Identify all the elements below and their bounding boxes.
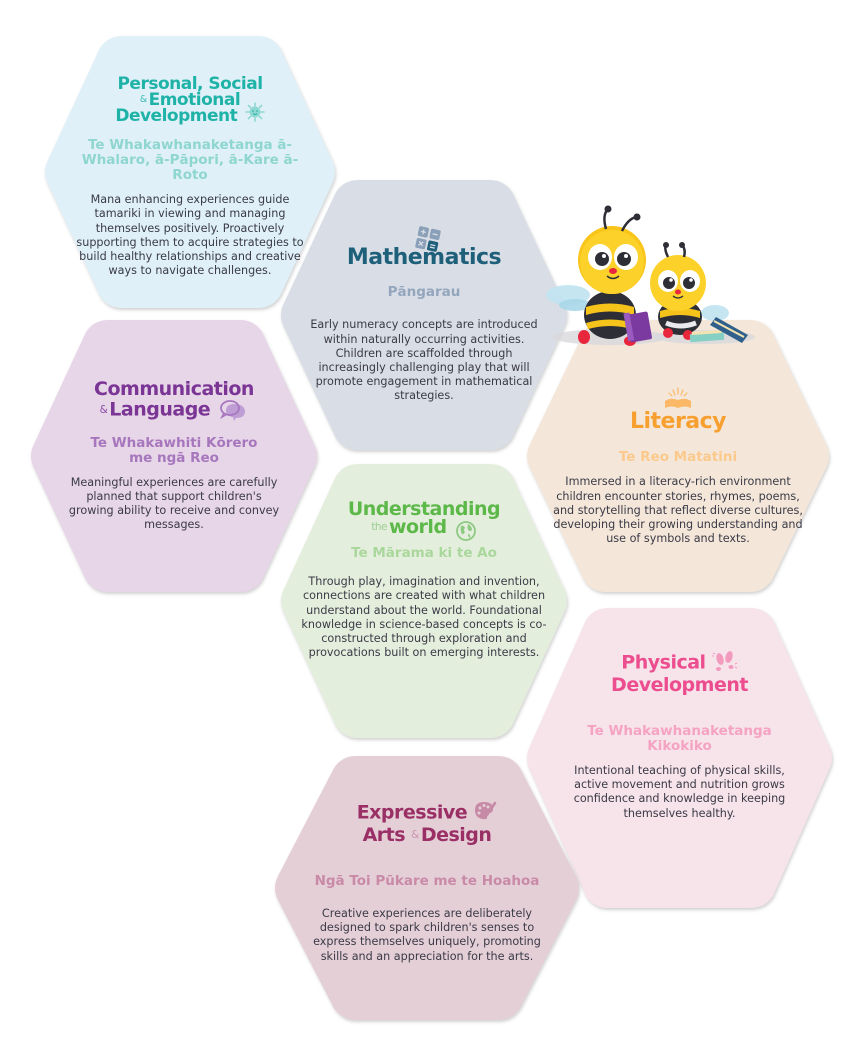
title-line: Communication (94, 377, 254, 400)
area-subtitle: Te Mārama ki te Ao (351, 545, 497, 562)
title-line: Emotional (148, 89, 241, 110)
area-personal-social-emotional: Personal, Social &Emotional Development … (42, 34, 338, 310)
area-description: Immersed in a literacy-rich environment … (553, 475, 803, 546)
title-line: Mathematics (346, 245, 502, 271)
title-line: Development (115, 105, 238, 126)
title-line: world (388, 516, 447, 539)
area-mathematics: Mathematics Pāngarau Early numeracy conc… (278, 178, 570, 452)
hexagon-shape (31, 320, 317, 592)
area-subtitle: Te Whakawhanaketanga ā-Whalaro, ā-Pāpori… (81, 137, 299, 184)
title-line: Language (109, 398, 211, 421)
title-line: Arts (362, 824, 406, 846)
title-the: the (371, 521, 387, 534)
title-line: Literacy (629, 408, 727, 434)
open-book-icon (665, 386, 691, 408)
footprints-icon (711, 651, 737, 671)
area-title: Personal, Social &Emotional Development (115, 73, 265, 126)
title-line: Development (611, 674, 748, 696)
area-title: Communication &Language (94, 377, 254, 422)
hexagon-shape (527, 608, 832, 908)
area-literacy: Literacy Te Reo Matatini Immersed in a l… (524, 318, 832, 594)
area-title: Expressive Arts &Design (356, 800, 498, 846)
hexagon-shape (275, 756, 579, 1020)
area-expressive-arts-design: Expressive Arts &Design Ngā Toi Pūkare m… (272, 754, 582, 1022)
area-subtitle: Te Whakawhiti Kōrero me ngā Reo (90, 434, 258, 466)
area-title: Physical Development (611, 650, 748, 696)
hexagon-shape (281, 464, 567, 738)
area-title: Mathematics (346, 245, 502, 271)
reading-bees-illustration (546, 205, 755, 346)
globe-icon (455, 520, 476, 541)
title-line: Physical (621, 651, 706, 674)
speech-bubbles-icon (220, 399, 246, 421)
area-description: Intentional teaching of physical skills,… (573, 764, 786, 820)
title-line: Understanding (347, 498, 501, 520)
area-description: Mana enhancing experiences guide tamarik… (76, 193, 304, 278)
area-subtitle: Pāngarau (387, 284, 461, 301)
area-communication-language: Communication &Language Te Whakawhiti Kō… (28, 318, 320, 594)
title-line: Expressive (356, 801, 468, 824)
hexagon-shape (527, 320, 829, 592)
area-physical-development: Physical Development Te Whakawhanaketang… (524, 606, 835, 910)
area-description: Early numeracy concepts are introduced w… (310, 318, 538, 403)
area-description: Meaningful experiences are carefully pla… (68, 475, 280, 532)
ampersand: & (99, 403, 108, 416)
virus-smiley-icon (244, 102, 265, 122)
area-description: Through play, imagination and invention,… (301, 575, 547, 660)
ampersand: & (139, 94, 147, 106)
area-subtitle: Te Reo Matatini (618, 449, 738, 466)
area-subtitle: Ngā Toi Pūkare me te Hoahoa (314, 873, 540, 890)
area-title: Literacy (629, 408, 727, 434)
ampersand: & (411, 829, 419, 842)
title-line: Personal, Social (117, 73, 263, 94)
area-subtitle: Te Whakawhanaketanga Kikokiko (587, 723, 772, 755)
calculator-icon (415, 226, 441, 253)
area-description: Creative experiences are deliberately de… (313, 907, 541, 963)
hexagon-shape (45, 36, 335, 308)
hexagon-shape (281, 180, 567, 450)
paint-palette-icon (475, 801, 497, 820)
title-line: Design (420, 824, 492, 846)
